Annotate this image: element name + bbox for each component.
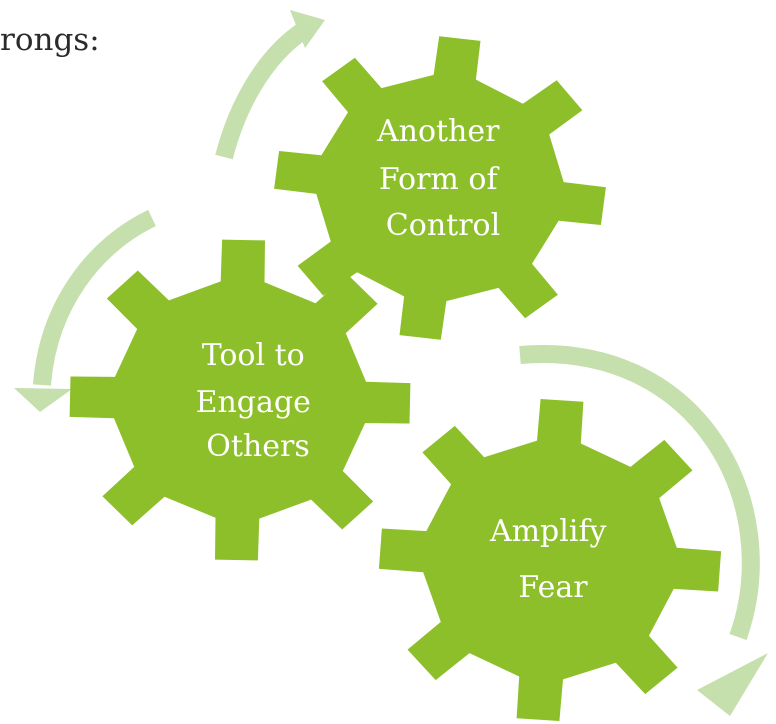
gear-shape [69,239,411,561]
gear-label-line: Another [376,114,500,149]
top-arrow-head [290,10,325,48]
right-arrow-head [697,653,768,716]
gear-label-line: Engage [196,385,311,420]
gear-label-line: Tool to [202,338,305,373]
gear-another-form-of-control: Another Form of Control [274,36,606,340]
gear-label-line: Form of [379,162,500,197]
gear-tool-to-engage-others: Tool to Engage Others [69,239,411,561]
svg-text:Tool to Engage Oth: Tool to Engage Others [196,338,321,464]
left-arrow [33,209,156,386]
gear-amplify-fear: Amplify Fear [378,399,722,721]
gear-shape [378,399,722,721]
left-arrow-head [14,388,72,412]
gear-label-line: Control [386,208,500,243]
gear-label-line: Others [206,429,309,464]
svg-text:Another Form of Co: Another Form of Control [376,114,509,243]
right-arrow [519,345,760,641]
top-arrow [215,22,310,160]
gear-label-line: Fear [518,570,588,605]
gear-shape [274,36,606,340]
header-text: rongs: [0,22,100,58]
svg-text:Amplify Fear: Amplify Fear [489,514,616,605]
gear-label-line: Amplify [489,514,607,549]
